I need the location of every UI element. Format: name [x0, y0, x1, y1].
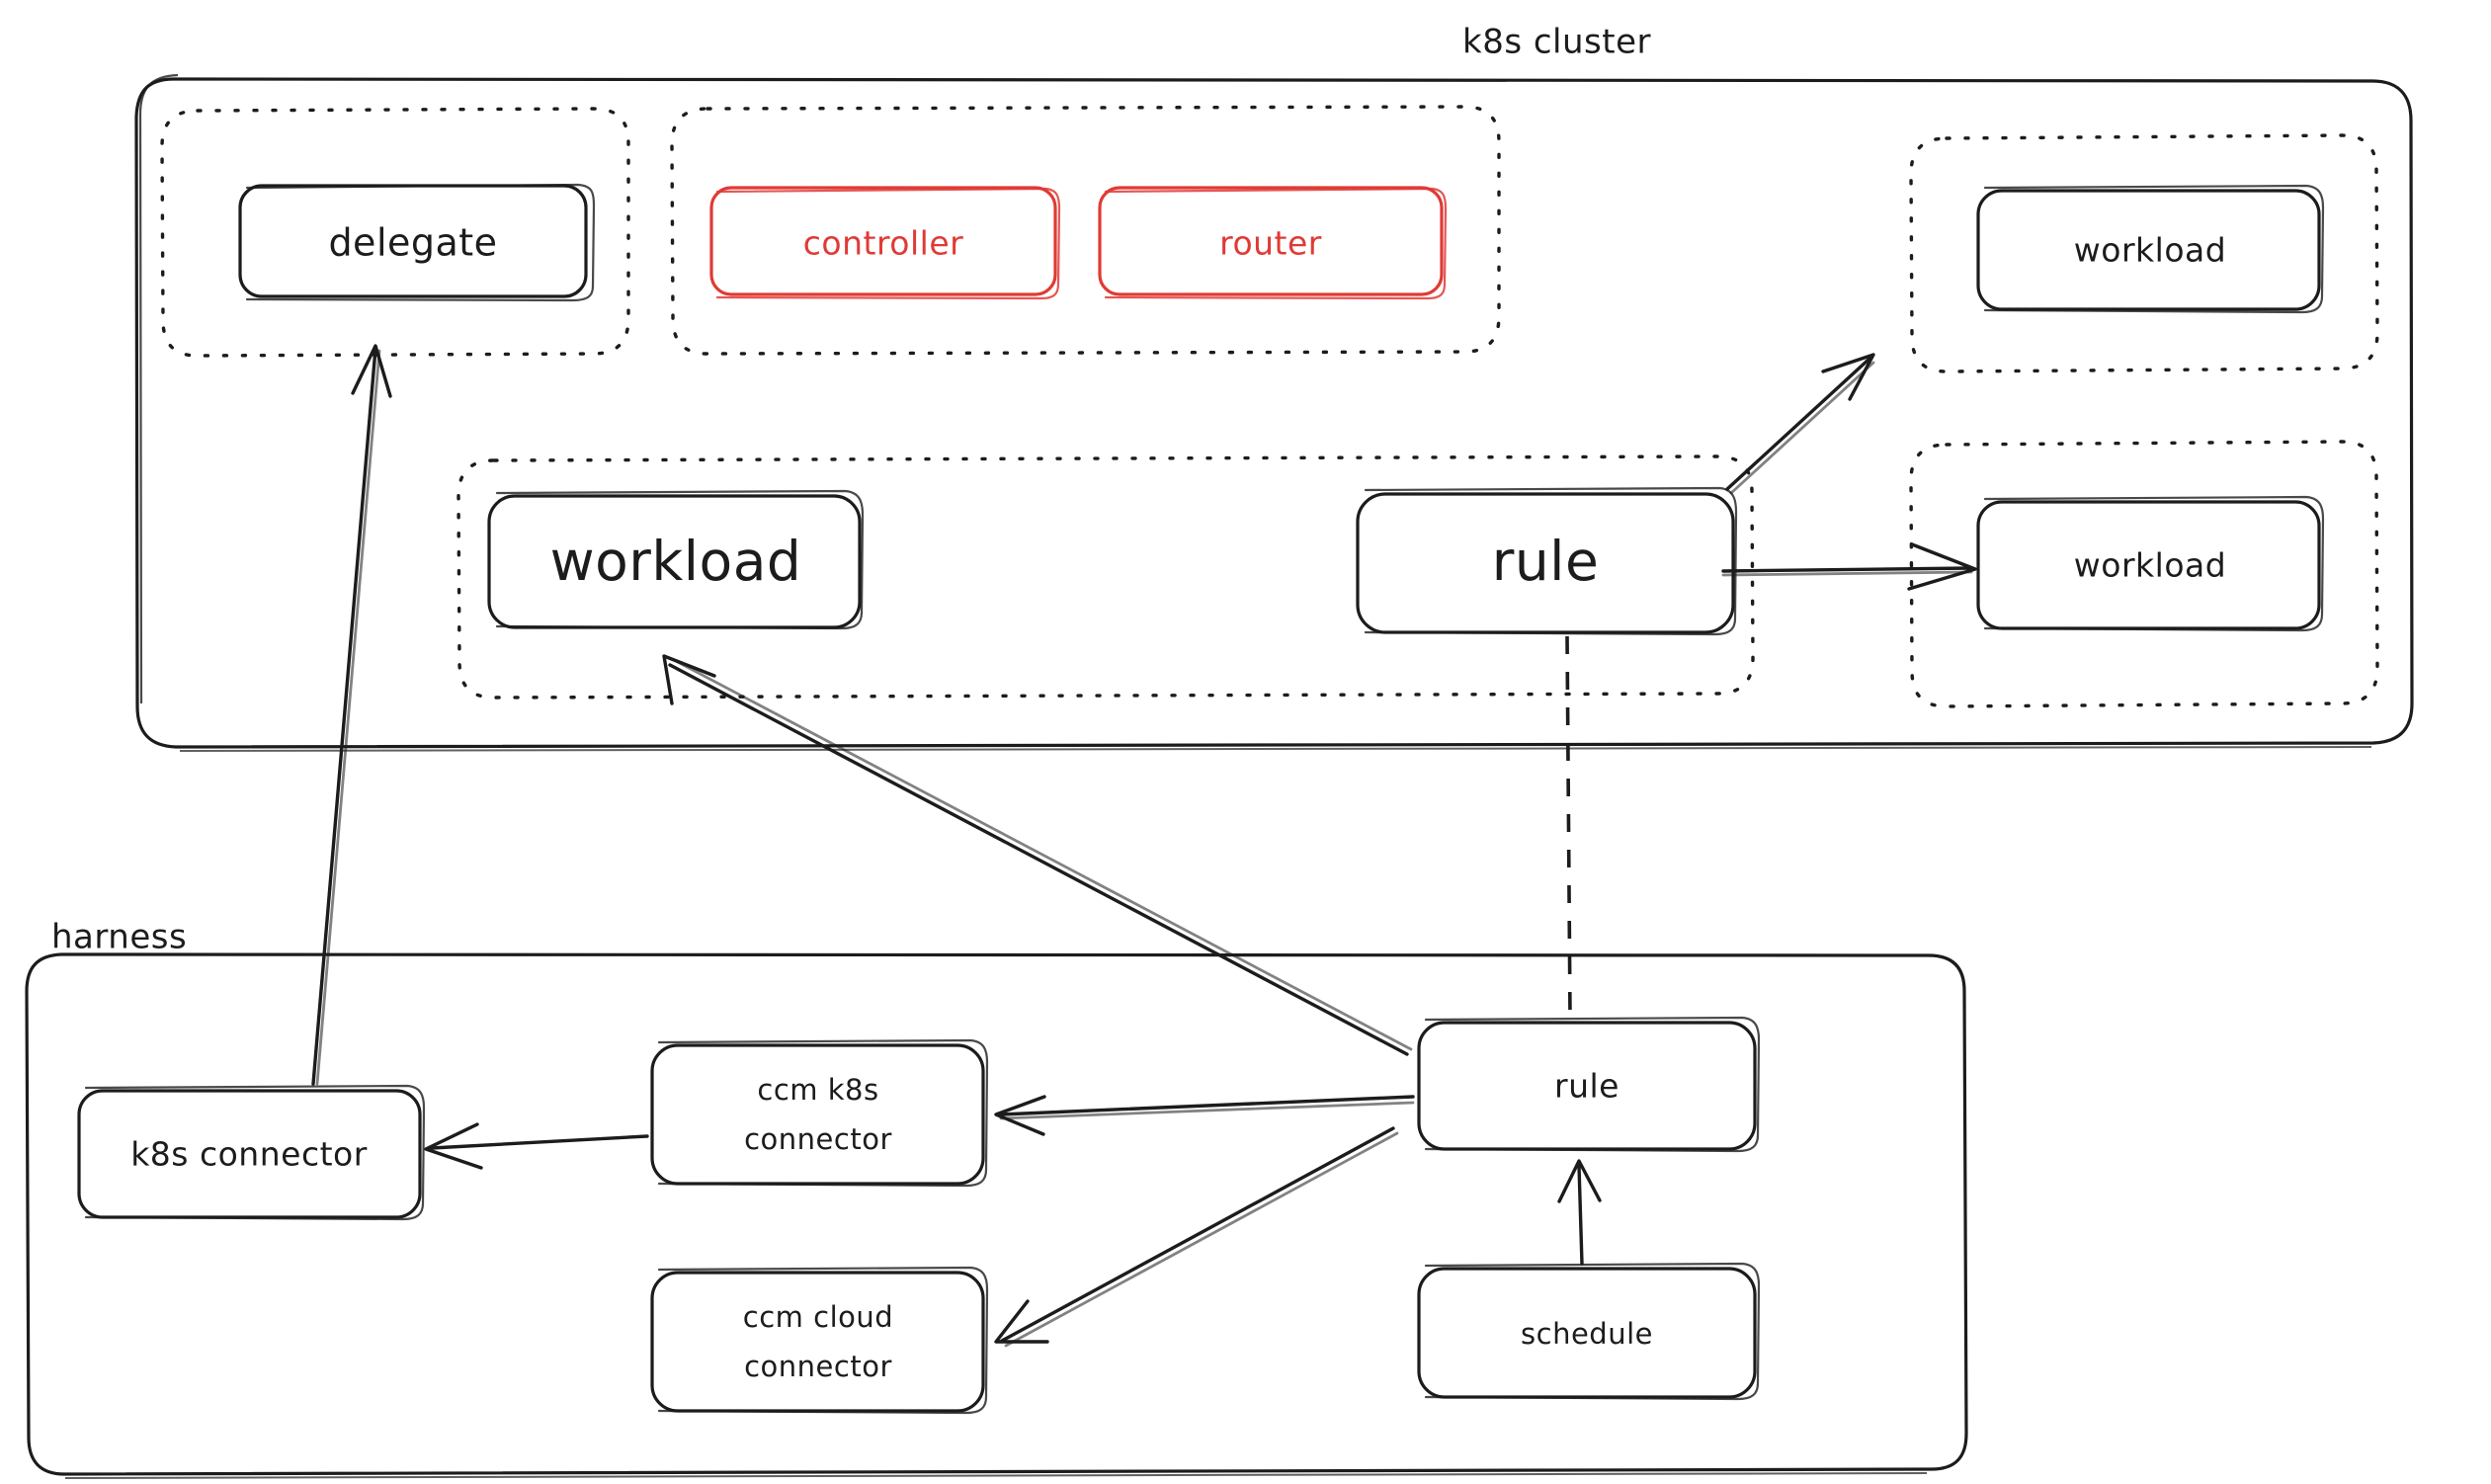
ccm-k8s-connector-label-line1: ccm k8s: [757, 1073, 878, 1107]
node-k8s-connector[interactable]: k8s connector: [77, 1084, 426, 1221]
delegate-group: [160, 107, 630, 358]
control-group: [670, 105, 1501, 356]
edge-rule-cluster-to-rule-harness-dashed: [1565, 635, 1572, 1019]
node-workload-right-bottom[interactable]: workload: [1976, 495, 2325, 632]
workload-group-right-top: [1909, 133, 2379, 373]
harness-label: harness: [51, 918, 187, 957]
ccm-k8s-connector-label-line2: connector: [744, 1122, 892, 1156]
node-workload-right-top[interactable]: workload: [1976, 184, 2325, 314]
schedule-label: schedule: [1521, 1317, 1653, 1351]
k8s-connector-label: k8s connector: [130, 1135, 368, 1174]
workload-right-top-label: workload: [2074, 231, 2226, 270]
harness-container: [25, 952, 1968, 1479]
workload-rule-group: [457, 454, 1755, 700]
delegate-label: delegate: [328, 221, 497, 265]
router-label: router: [1219, 224, 1322, 263]
node-workload-main[interactable]: workload: [487, 489, 865, 630]
rule-harness-label: rule: [1554, 1067, 1619, 1106]
edge-rule-harness-to-ccm-cloud: [994, 1126, 1399, 1348]
edge-rule-cluster-to-workload-right-top: [1725, 353, 1875, 495]
node-rule-harness[interactable]: rule: [1417, 1016, 1761, 1153]
rule-cluster-label: rule: [1492, 530, 1600, 593]
controller-label: controller: [803, 224, 963, 263]
node-delegate[interactable]: delegate: [238, 183, 596, 302]
workload-right-bottom-label: workload: [2074, 546, 2226, 585]
edge-ccm-k8s-to-k8s-connector: [424, 1122, 649, 1170]
node-controller[interactable]: controller: [709, 186, 1061, 300]
ccm-cloud-connector-label-line2: connector: [744, 1350, 892, 1383]
edge-rule-harness-to-ccm-k8s: [994, 1095, 1415, 1136]
workload-group-right-bottom: [1909, 440, 2379, 708]
node-router[interactable]: router: [1098, 186, 1448, 300]
edge-rule-harness-to-workload-main: [662, 654, 1413, 1056]
edge-rule-cluster-to-workload-right-bottom: [1721, 542, 1977, 591]
node-rule-cluster[interactable]: rule: [1356, 486, 1738, 636]
node-schedule[interactable]: schedule: [1417, 1262, 1761, 1401]
node-ccm-cloud-connector[interactable]: ccm cloud connector: [650, 1266, 989, 1415]
k8s-cluster-container: [134, 73, 2414, 752]
k8s-cluster-label: k8s cluster: [1462, 23, 1651, 62]
node-ccm-k8s-connector[interactable]: ccm k8s connector: [650, 1038, 989, 1188]
edge-schedule-to-rule-harness: [1557, 1159, 1602, 1266]
workload-main-label: workload: [550, 530, 802, 593]
ccm-cloud-connector-label-line1: ccm cloud: [743, 1300, 893, 1334]
edge-k8s-connector-to-delegate: [311, 344, 392, 1086]
